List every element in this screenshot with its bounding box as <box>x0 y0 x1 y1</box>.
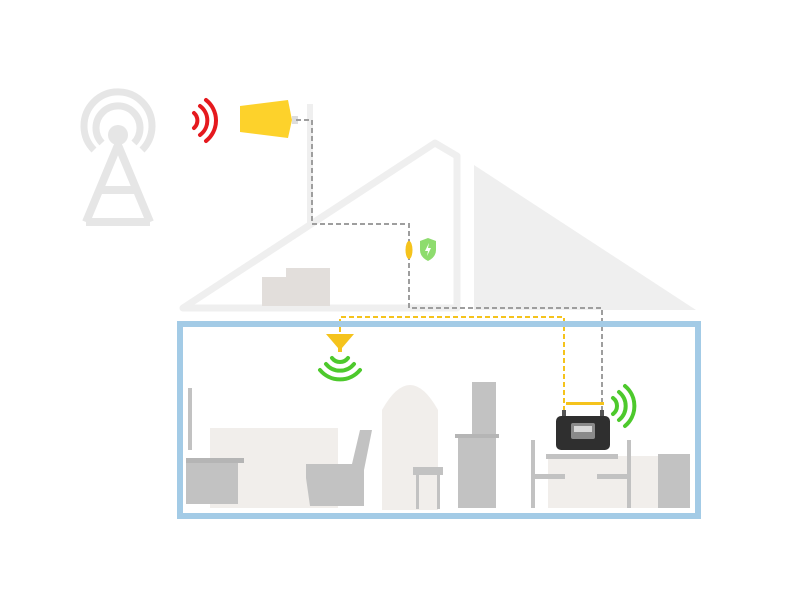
cell-tower-icon <box>80 88 156 226</box>
furniture <box>186 382 690 510</box>
indoor-cable <box>339 316 565 418</box>
roof <box>179 139 696 312</box>
indoor-antenna-icon <box>318 334 362 382</box>
house-walls <box>177 321 701 519</box>
surge-protector-icon <box>405 238 436 261</box>
outside-signal-waves-icon <box>192 98 219 143</box>
outdoor-antenna-icon <box>240 100 313 224</box>
signal-booster-icon <box>556 384 637 450</box>
outdoor-cable <box>296 119 603 418</box>
